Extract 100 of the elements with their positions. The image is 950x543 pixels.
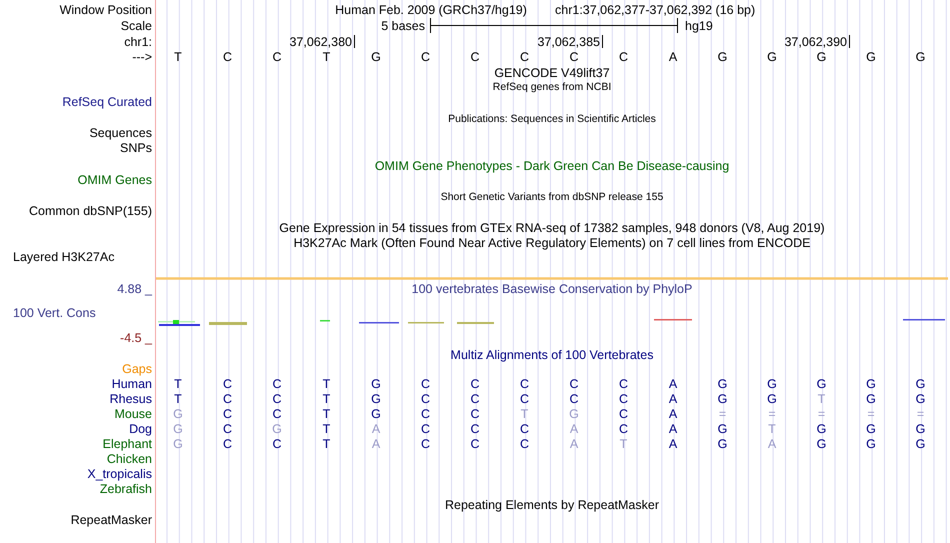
base-letter: = bbox=[867, 407, 875, 421]
base-letter: A bbox=[570, 437, 578, 451]
strand-label: ---> bbox=[132, 50, 152, 64]
base-letter: T bbox=[174, 377, 182, 391]
position-label: 37,062,380 bbox=[289, 35, 352, 49]
base-letter: G bbox=[718, 422, 728, 436]
track-label: Scale bbox=[120, 19, 152, 33]
base-letter: C bbox=[222, 392, 232, 406]
base-letter: G bbox=[767, 50, 777, 64]
base-letter: C bbox=[272, 437, 282, 451]
base-letter: C bbox=[618, 392, 628, 406]
base-letter: A bbox=[668, 407, 678, 421]
base-letter: G bbox=[767, 377, 777, 391]
base-letter: = bbox=[718, 407, 726, 421]
base-letter: G bbox=[866, 437, 876, 451]
track-label: Gaps bbox=[122, 362, 152, 376]
base-letter: A bbox=[570, 422, 578, 436]
track-title: Repeating Elements by RepeatMasker bbox=[445, 498, 659, 512]
base-letter: G bbox=[371, 377, 381, 391]
base-letter: T bbox=[322, 407, 330, 421]
base-letter: C bbox=[222, 422, 232, 436]
position-range-label: chr1:37,062,377-37,062,392 (16 bp) bbox=[555, 3, 756, 17]
base-letter: A bbox=[668, 422, 678, 436]
track-title: H3K27Ac Mark (Often Found Near Active Regulatory Elements) on 7 cell lines from ENCODE bbox=[294, 236, 810, 250]
base-letter: C bbox=[520, 377, 530, 391]
species-label: Human bbox=[112, 377, 152, 391]
base-letter: = bbox=[768, 407, 776, 421]
base-letter: G bbox=[916, 50, 926, 64]
base-letter: G bbox=[173, 437, 183, 451]
base-letter: T bbox=[174, 392, 182, 406]
base-letter: C bbox=[618, 422, 628, 436]
track-label: 100 Vert. Cons bbox=[13, 306, 96, 320]
base-letter: C bbox=[272, 377, 282, 391]
base-letter: T bbox=[520, 407, 528, 421]
base-letter: C bbox=[470, 422, 480, 436]
base-letter: = bbox=[818, 407, 826, 421]
base-letter: C bbox=[272, 407, 282, 421]
base-letter: G bbox=[816, 422, 826, 436]
base-letter: C bbox=[569, 50, 579, 64]
track-label: OMIM Genes bbox=[78, 173, 152, 187]
base-letter: T bbox=[768, 422, 776, 436]
base-letter: T bbox=[322, 437, 330, 451]
base-letter: C bbox=[222, 377, 232, 391]
base-letter: G bbox=[272, 422, 282, 436]
base-letter: G bbox=[718, 392, 728, 406]
track-title: OMIM Gene Phenotypes - Dark Green Can Be Disease-causing bbox=[374, 159, 730, 173]
track-label: Layered H3K27Ac bbox=[13, 250, 114, 264]
species-label: Zebrafish bbox=[100, 482, 152, 496]
base-letter: G bbox=[816, 50, 826, 64]
track-label: chr1: bbox=[124, 35, 152, 49]
base-letter: C bbox=[520, 437, 530, 451]
base-letter: G bbox=[173, 422, 183, 436]
base-letter: = bbox=[916, 407, 924, 421]
base-letter: G bbox=[816, 437, 826, 451]
base-letter: G bbox=[767, 392, 777, 406]
base-letter: G bbox=[916, 377, 926, 391]
base-letter: G bbox=[866, 50, 876, 64]
species-label: X_tropicalis bbox=[87, 467, 152, 481]
position-label: 37,062,385 bbox=[537, 35, 600, 49]
species-label: Chicken bbox=[106, 452, 152, 466]
base-letter: T bbox=[322, 392, 330, 406]
base-letter: C bbox=[569, 392, 579, 406]
base-letter: A bbox=[668, 50, 678, 64]
track-label: Common dbSNP(155) bbox=[29, 204, 152, 218]
base-letter: T bbox=[322, 50, 330, 64]
base-letter: C bbox=[470, 50, 480, 64]
position-label: 37,062,390 bbox=[784, 35, 847, 49]
base-letter: G bbox=[916, 422, 926, 436]
base-letter: C bbox=[618, 407, 628, 421]
base-letter: G bbox=[916, 437, 926, 451]
base-letter: G bbox=[371, 392, 381, 406]
base-letter: C bbox=[420, 377, 430, 391]
species-label: Elephant bbox=[102, 437, 152, 451]
axis-max-label: 4.88 _ bbox=[117, 282, 152, 296]
base-letter: A bbox=[768, 437, 776, 451]
base-letter: G bbox=[916, 392, 926, 406]
base-letter: C bbox=[222, 50, 232, 64]
base-letter: G bbox=[718, 50, 728, 64]
base-letter: C bbox=[420, 422, 430, 436]
base-letter: C bbox=[470, 377, 480, 391]
scale-label: 5 bases bbox=[381, 19, 425, 33]
assembly-label: hg19 bbox=[685, 19, 713, 33]
base-letter: T bbox=[620, 437, 628, 451]
base-letter: C bbox=[618, 377, 628, 391]
base-letter: G bbox=[866, 392, 876, 406]
base-letter: C bbox=[420, 437, 430, 451]
base-letter: G bbox=[173, 407, 183, 421]
base-letter: C bbox=[470, 407, 480, 421]
base-letter: C bbox=[520, 422, 530, 436]
species-label: Rhesus bbox=[110, 392, 152, 406]
base-letter: C bbox=[420, 392, 430, 406]
species-label: Dog bbox=[129, 422, 152, 436]
base-letter: C bbox=[420, 50, 430, 64]
track-title: Publications: Sequences in Scientific Articles bbox=[448, 112, 656, 126]
base-letter: G bbox=[816, 377, 826, 391]
base-letter: C bbox=[470, 437, 480, 451]
base-letter: C bbox=[272, 392, 282, 406]
base-letter: A bbox=[668, 377, 678, 391]
track-title: 100 vertebrates Basewise Conservation by PhyloP bbox=[412, 282, 692, 296]
track-title: Multiz Alignments of 100 Vertebrates bbox=[450, 348, 654, 362]
